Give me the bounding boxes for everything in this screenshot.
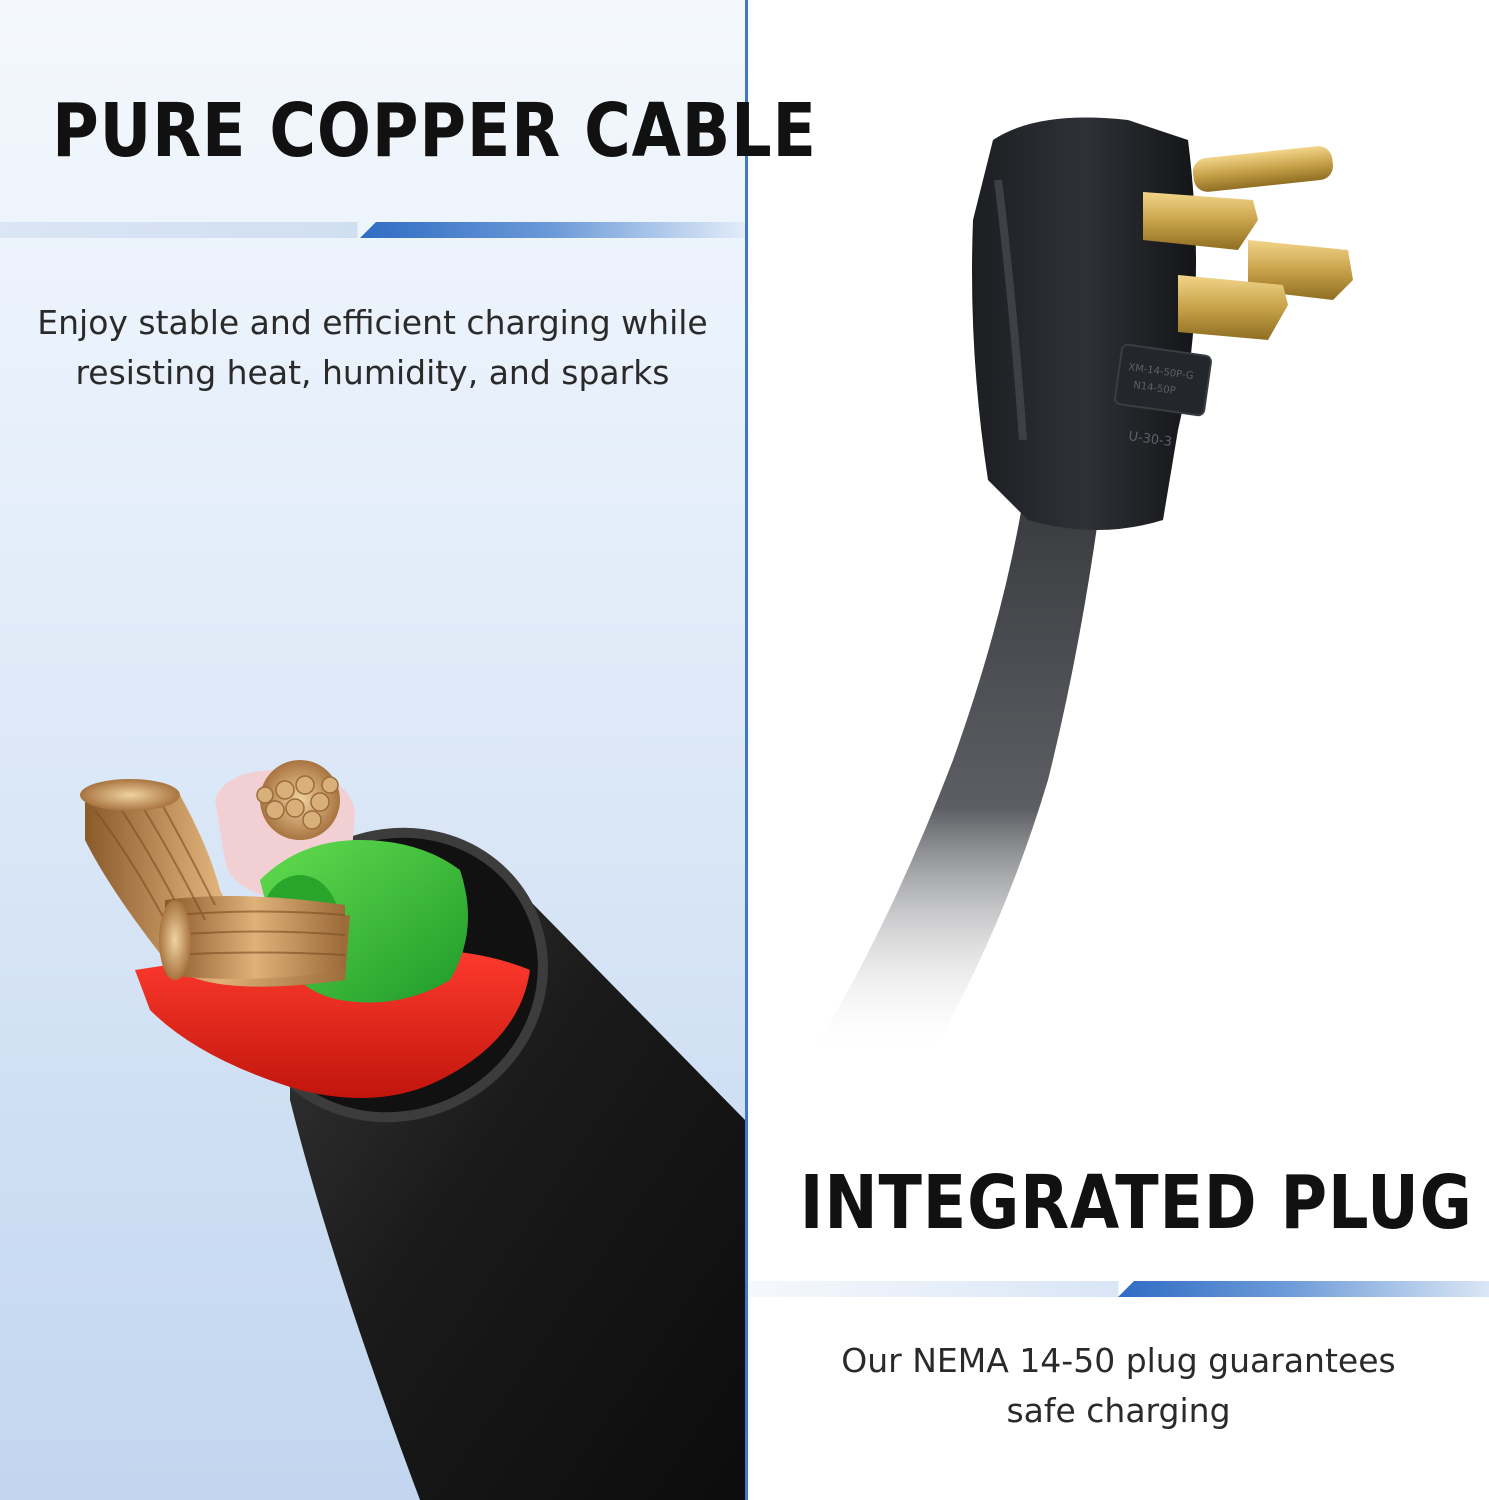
stripped-cable-icon xyxy=(80,760,745,1500)
plug-body xyxy=(972,117,1196,530)
copper-cable-title: PURE COPPER CABLE xyxy=(52,88,817,174)
copper-cable-description: Enjoy stable and efficient charging whil… xyxy=(20,298,725,398)
copper-cable-description-line2: resisting heat, humidity, and sparks xyxy=(75,353,670,392)
plug-marking-label xyxy=(1114,343,1212,417)
integrated-plug-description: Our NEMA 14-50 plug guarantees safe char… xyxy=(768,1336,1469,1436)
plug-marking-text: U-30-3 xyxy=(1127,429,1172,450)
copper-cable-description-line1: Enjoy stable and efficient charging whil… xyxy=(37,303,708,342)
power-cord xyxy=(808,500,1098,1060)
panel-divider xyxy=(745,0,748,1500)
integrated-plug-description-line1: Our NEMA 14-50 plug guarantees xyxy=(841,1341,1396,1380)
title-underline-left xyxy=(0,222,745,238)
hot-blade-1 xyxy=(1143,192,1258,250)
integrated-plug-description-line2: safe charging xyxy=(1006,1391,1231,1430)
title-underline-right xyxy=(748,1281,1489,1297)
ground-pin xyxy=(1192,146,1334,192)
integrated-plug-title: INTEGRATED PLUG xyxy=(799,1160,1473,1246)
neutral-blade xyxy=(1178,275,1288,340)
